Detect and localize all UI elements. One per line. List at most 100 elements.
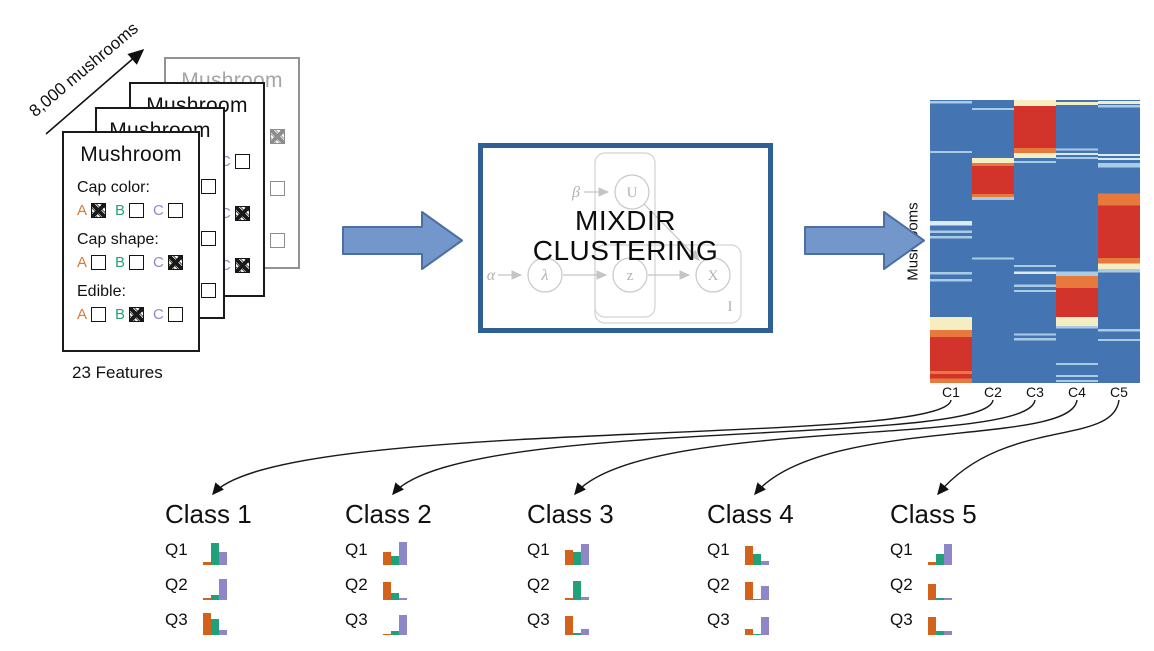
q-label: Q1 bbox=[165, 540, 188, 559]
class-question-row: Q1 bbox=[165, 539, 315, 565]
q-label: Q2 bbox=[165, 575, 188, 594]
bar bbox=[391, 556, 399, 565]
heatmap bbox=[930, 100, 1140, 383]
bar bbox=[944, 598, 952, 600]
option: A bbox=[77, 254, 107, 271]
cluster-arrow-icon-C1-to-class1 bbox=[212, 399, 952, 496]
flow-arrow-icon bbox=[342, 211, 463, 270]
option: B bbox=[115, 306, 145, 323]
bar bbox=[753, 554, 761, 565]
option-letter: A bbox=[77, 306, 88, 323]
answer-bar-chart bbox=[565, 541, 589, 565]
node-u: U bbox=[627, 185, 638, 201]
option: C bbox=[220, 153, 250, 170]
bar bbox=[928, 584, 936, 600]
option: A bbox=[77, 202, 107, 219]
bar bbox=[745, 546, 753, 565]
bar bbox=[203, 613, 211, 635]
graphical-model-icon: β U α λ z X I bbox=[487, 152, 742, 324]
bar bbox=[203, 562, 211, 565]
bar bbox=[219, 552, 227, 565]
class-title: Class 2 bbox=[345, 499, 432, 529]
checkbox-icon bbox=[91, 307, 107, 322]
flow-arrow-icon bbox=[804, 211, 925, 270]
checkbox-icon bbox=[269, 233, 285, 248]
bar bbox=[928, 617, 936, 635]
node-alpha: α bbox=[487, 267, 496, 284]
card-title: Mushroom bbox=[80, 143, 182, 166]
heatmap-col-label: C1 bbox=[942, 384, 960, 400]
cluster-arrow-icon-C2-to-class2 bbox=[392, 399, 994, 496]
bar bbox=[383, 552, 391, 565]
class-question-row: Q2 bbox=[707, 574, 857, 600]
option-letter: C bbox=[220, 205, 231, 222]
bar bbox=[211, 595, 219, 600]
bar bbox=[581, 544, 589, 565]
bar bbox=[753, 599, 761, 600]
heatmap-col-label: C2 bbox=[984, 384, 1002, 400]
class-title: Class 3 bbox=[527, 499, 614, 529]
bar bbox=[565, 616, 573, 635]
q-label: Q1 bbox=[345, 540, 368, 559]
bar bbox=[573, 633, 581, 635]
checkbox-icon bbox=[200, 231, 216, 246]
node-x: X bbox=[708, 268, 719, 284]
answer-bar-chart bbox=[203, 541, 227, 565]
question-label: Cap color: bbox=[77, 179, 150, 196]
option: A bbox=[77, 306, 107, 323]
checkbox-icon bbox=[129, 203, 145, 218]
heatmap-col-label: C3 bbox=[1026, 384, 1044, 400]
class-question-row: Q2 bbox=[527, 574, 677, 600]
bar bbox=[581, 597, 589, 600]
bar bbox=[745, 629, 753, 635]
mixdir-title-line2: CLUSTERING bbox=[532, 235, 719, 266]
class-question-row: Q2 bbox=[890, 574, 1040, 600]
class-question-row: Q2 bbox=[345, 574, 495, 600]
option-letter: C bbox=[153, 306, 164, 323]
option: B bbox=[115, 254, 145, 271]
question-label: Edible: bbox=[77, 283, 126, 300]
bar bbox=[565, 550, 573, 565]
option: C bbox=[220, 257, 250, 274]
bar bbox=[936, 598, 944, 600]
bar bbox=[203, 598, 211, 600]
bar bbox=[565, 598, 573, 600]
class-question-row: Q3 bbox=[527, 609, 677, 635]
q-label: Q3 bbox=[165, 610, 188, 629]
bar bbox=[745, 582, 753, 600]
question-group: Edible: A B C bbox=[77, 283, 198, 323]
bar bbox=[219, 630, 227, 635]
class-question-row: Q2 bbox=[165, 574, 315, 600]
bar bbox=[761, 586, 769, 600]
heatmap-column-C4 bbox=[1056, 100, 1098, 383]
bar bbox=[944, 544, 952, 565]
option-row: A B C bbox=[77, 306, 198, 323]
bar bbox=[573, 552, 581, 565]
q-label: Q2 bbox=[527, 575, 550, 594]
class-title: Class 5 bbox=[890, 499, 977, 529]
answer-bar-chart bbox=[565, 576, 589, 600]
answer-bar-chart bbox=[745, 611, 769, 635]
cluster-arrow-icon-C4-to-class4 bbox=[754, 399, 1078, 496]
option-letter: A bbox=[77, 254, 88, 271]
class-question-row: Q1 bbox=[707, 539, 857, 565]
bar bbox=[391, 593, 399, 600]
q-label: Q3 bbox=[527, 610, 550, 629]
checkbox-icon bbox=[200, 179, 216, 194]
mixdir-clustering-box: β U α λ z X I MIXDIR CLUSTERING bbox=[478, 143, 773, 333]
heatmap-column-C5 bbox=[1098, 100, 1140, 383]
mixdir-title: MIXDIR CLUSTERING bbox=[483, 206, 768, 266]
bar bbox=[936, 554, 944, 565]
checkbox-icon bbox=[200, 283, 216, 298]
plate-label: I bbox=[728, 299, 733, 315]
option-letter: B bbox=[115, 306, 126, 323]
option-letter: A bbox=[77, 202, 88, 219]
class-question-row: Q1 bbox=[527, 539, 677, 565]
checkbox-icon bbox=[167, 203, 183, 218]
option-letter: C bbox=[153, 202, 164, 219]
